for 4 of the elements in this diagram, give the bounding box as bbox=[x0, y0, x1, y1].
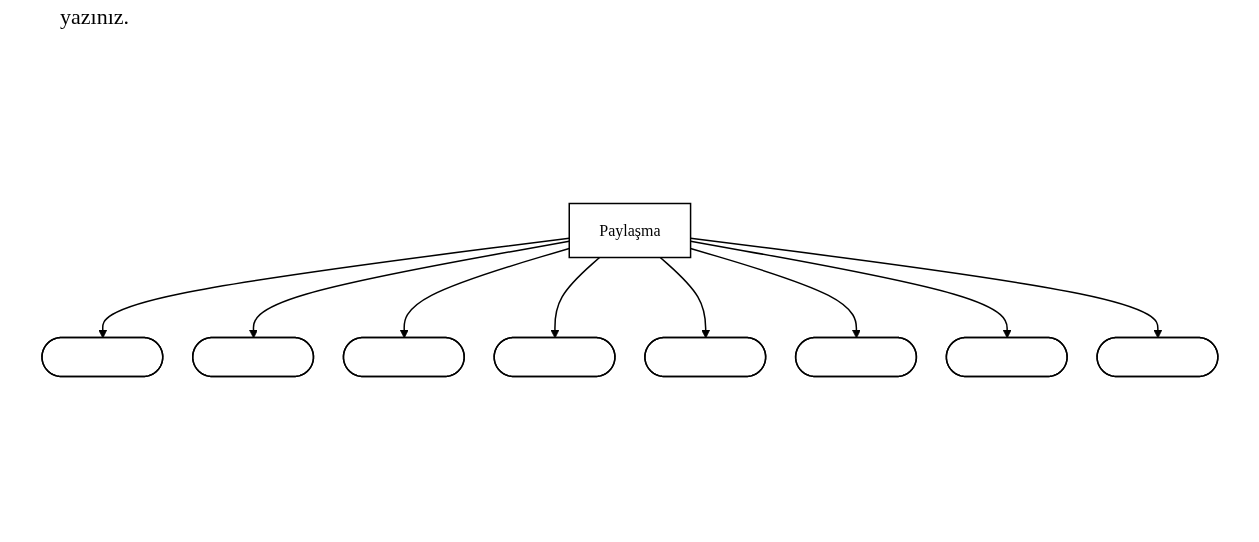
arrow bbox=[659, 256, 710, 339]
instruction-text: yazınız. bbox=[60, 4, 130, 29]
node-box: Paylaşma bbox=[568, 202, 691, 259]
arrow bbox=[550, 256, 600, 339]
